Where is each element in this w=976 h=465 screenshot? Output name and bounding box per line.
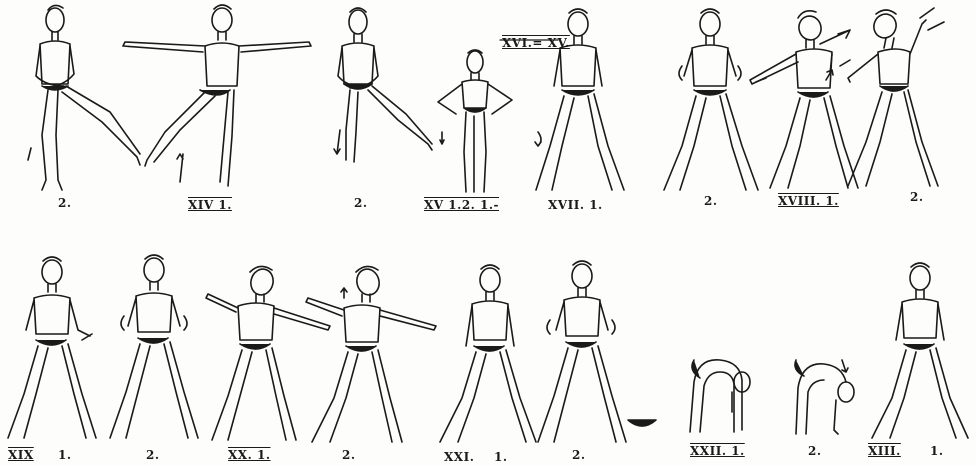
- label-top-5: XVII. 1.: [548, 198, 603, 212]
- figure-top-3: [334, 8, 432, 162]
- label-top-8: 2.: [910, 190, 924, 204]
- figure-top-8: [840, 8, 944, 186]
- label-top-1: 2.: [58, 196, 72, 210]
- label-bottom-3: XX. 1.: [228, 448, 271, 462]
- label-top-3: 2.: [354, 196, 368, 210]
- figure-bottom-7: [690, 360, 750, 432]
- figure-bottom-9: [872, 263, 968, 438]
- label-top-6: 2.: [704, 194, 718, 208]
- figure-bottom-2: [110, 255, 198, 438]
- label-bottom-1a: XIX: [8, 448, 34, 462]
- figure-bottom-4: [306, 266, 436, 442]
- label-bottom-7: XXII. 1.: [690, 444, 745, 458]
- figure-bottom-8: [795, 360, 854, 434]
- figure-top-4: [438, 50, 512, 192]
- label-bottom-5a: XXI.: [444, 450, 474, 464]
- label-bottom-5b: 1.: [494, 450, 508, 464]
- label-bottom-2: 2.: [146, 448, 160, 462]
- figure-top-7: [750, 11, 858, 188]
- bowl-mark: [628, 420, 656, 426]
- label-bottom-1b: 1.: [58, 448, 72, 462]
- figure-bottom-5: [440, 265, 536, 442]
- label-bottom-8: 2.: [808, 444, 822, 458]
- label-bottom-4: 2.: [342, 448, 356, 462]
- label-top-4: XV 1.2. 1.-: [424, 198, 499, 212]
- label-top-2: XIV 1.: [188, 198, 232, 212]
- label-bottom-9a: XIII.: [868, 444, 901, 458]
- figure-top-2: [123, 5, 311, 186]
- label-bottom-9b: 1.: [930, 444, 944, 458]
- figure-bottom-3: [206, 266, 330, 440]
- label-bottom-6: 2.: [572, 448, 586, 462]
- figure-top-1: [28, 5, 140, 190]
- figure-bottom-1: [8, 257, 96, 438]
- label-top-7: XVIII. 1.: [778, 194, 839, 208]
- label-banner-xvi: XVI.= XV.: [502, 36, 570, 50]
- figure-top-6: [664, 9, 758, 190]
- figure-bottom-6: [538, 261, 626, 442]
